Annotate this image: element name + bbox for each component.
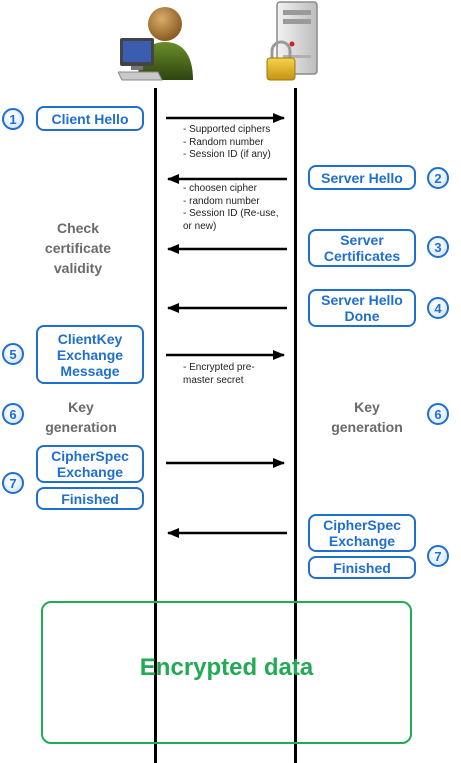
key-exchange-detail-2: master secret <box>183 374 244 386</box>
key-generation-right-line-1: Key <box>354 399 380 415</box>
user-computer-icon <box>118 7 193 81</box>
server-certificates-box: Server Certificates <box>308 229 416 267</box>
key-generation-left-line-1: Key <box>68 399 94 415</box>
server-hello-detail-2: - random number <box>183 195 260 207</box>
check-certificate-label: Check certificate validity <box>18 218 138 278</box>
step-number-1: 1 <box>2 108 24 130</box>
step-number-7-right: 7 <box>427 545 449 567</box>
server-finished-label: Finished <box>333 559 391 576</box>
server-lifeline <box>294 88 297 763</box>
client-hello-detail-2: - Random number <box>183 136 264 148</box>
client-key-exchange-line-3: Message <box>60 362 120 379</box>
check-certificate-line-3: validity <box>53 260 103 276</box>
server-cipher-spec-box: CipherSpec Exchange <box>308 514 416 552</box>
client-hello-label: Client Hello <box>51 110 129 127</box>
step-number-3: 3 <box>427 236 449 258</box>
server-cipher-spec-line-1: CipherSpec <box>323 517 401 533</box>
key-generation-right-label: Key generation <box>312 397 422 437</box>
server-lock-icon <box>266 1 318 81</box>
client-lifeline <box>154 88 157 763</box>
client-hello-detail-1: - Supported ciphers <box>183 124 271 135</box>
check-certificate-line-2: certificate <box>44 240 112 256</box>
encrypted-data-label: Encrypted data <box>139 654 314 681</box>
step-number-6-right: 6 <box>427 403 449 425</box>
server-hello-detail-3: - Session ID (Re-use, <box>183 208 279 219</box>
client-hello-box: Client Hello <box>36 106 144 131</box>
encrypted-data-box <box>41 601 412 744</box>
step-number-5: 5 <box>2 343 24 365</box>
key-exchange-details: - Encrypted pre- master secret <box>183 362 255 387</box>
server-certificates-line-1: Server <box>340 232 384 248</box>
check-certificate-line-1: Check <box>56 220 100 236</box>
client-cipher-spec-line-1: CipherSpec <box>51 448 129 464</box>
client-hello-details: - Supported ciphers - Random number - Se… <box>183 124 271 162</box>
client-hello-detail-3: - Session ID (if any) <box>183 149 271 160</box>
server-hello-detail-4: or new) <box>183 220 217 232</box>
server-hello-label: Server Hello <box>321 169 403 186</box>
client-cipher-spec-box: CipherSpec Exchange <box>36 445 144 483</box>
server-certificates-line-2: Certificates <box>323 248 401 264</box>
client-finished-label: Finished <box>61 490 119 507</box>
step-number-7-left: 7 <box>2 472 24 494</box>
client-key-exchange-line-1: ClientKey <box>57 330 123 347</box>
step-number-6-left: 6 <box>2 403 24 425</box>
client-key-exchange-box: ClientKey Exchange Message <box>36 325 144 384</box>
key-generation-left-label: Key generation <box>26 397 136 437</box>
key-generation-right-line-2: generation <box>331 419 403 435</box>
server-hello-detail-1: - choosen cipher <box>183 183 257 194</box>
server-hello-box: Server Hello <box>308 165 416 190</box>
key-exchange-detail-1: - Encrypted pre- <box>183 362 255 373</box>
client-finished-box: Finished <box>36 487 144 510</box>
server-hello-done-line-1: Server Hello <box>321 292 403 308</box>
server-hello-done-box: Server Hello Done <box>308 289 416 327</box>
server-hello-details: - choosen cipher - random number - Sessi… <box>183 183 279 233</box>
client-key-exchange-line-2: Exchange <box>56 346 124 363</box>
server-finished-box: Finished <box>308 556 416 579</box>
server-hello-done-line-2: Done <box>344 308 380 324</box>
client-cipher-spec-line-2: Exchange <box>56 464 124 480</box>
step-number-2: 2 <box>427 167 449 189</box>
key-generation-left-line-2: generation <box>45 419 117 435</box>
server-cipher-spec-line-2: Exchange <box>328 533 396 549</box>
step-number-4: 4 <box>427 297 449 319</box>
